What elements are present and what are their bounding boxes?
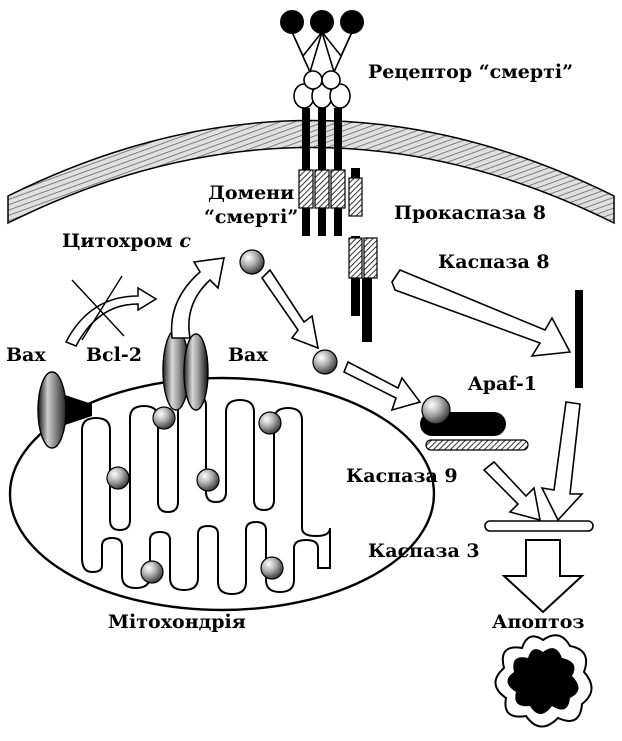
label-caspase-8: Каспаза 8 <box>438 253 550 272</box>
label-mitochondrion: Мітохондрія <box>108 613 246 632</box>
label-cytochrome-c: Цитохром c <box>62 232 191 251</box>
death-domains <box>299 170 345 208</box>
arrow-procaspase8-to-caspase8 <box>392 270 570 356</box>
arrow-cytochrome-release <box>172 258 224 338</box>
label-apoptosis: Апоптоз <box>492 613 585 632</box>
label-bax-left: Bax <box>6 346 46 365</box>
label-cytochrome-c-text: Цитохром <box>62 230 179 252</box>
arrow-caspase9-to-caspase3 <box>484 462 540 520</box>
label-bcl-2: Bcl-2 <box>86 346 142 365</box>
arrow-to-apoptosis <box>504 540 582 612</box>
caspase-3-bar <box>485 521 593 531</box>
bax-pore <box>163 330 208 410</box>
label-cytochrome-c-italic: c <box>179 230 191 252</box>
arrow-cytochrome-to-cytosol <box>262 270 318 348</box>
caspase-9-bar <box>426 440 528 450</box>
arrow-bcl2-inhibition <box>66 288 156 346</box>
cytochrome-c-released <box>313 350 337 374</box>
apoptotic-cell <box>495 635 591 726</box>
caspase-8-fragment <box>575 290 583 388</box>
cytochrome-c-released <box>240 250 264 274</box>
death-ligand <box>280 10 364 72</box>
death-receptor <box>294 71 350 236</box>
label-bax-right: Bax <box>228 346 268 365</box>
label-death-domains-line1: Домени <box>208 184 294 203</box>
label-apaf-1: Apaf-1 <box>468 375 537 394</box>
label-caspase-9: Каспаза 9 <box>346 467 458 486</box>
arrow-caspase8-to-caspase3 <box>542 402 582 520</box>
label-death-receptor: Рецептор “смерті” <box>368 63 573 82</box>
label-death-domains-line2: “смерті” <box>204 208 298 227</box>
procaspase-8 <box>349 168 377 342</box>
apoptosome <box>420 396 528 450</box>
label-caspase-3: Каспаза 3 <box>368 542 480 561</box>
label-procaspase-8: Прокаспаза 8 <box>394 204 546 223</box>
